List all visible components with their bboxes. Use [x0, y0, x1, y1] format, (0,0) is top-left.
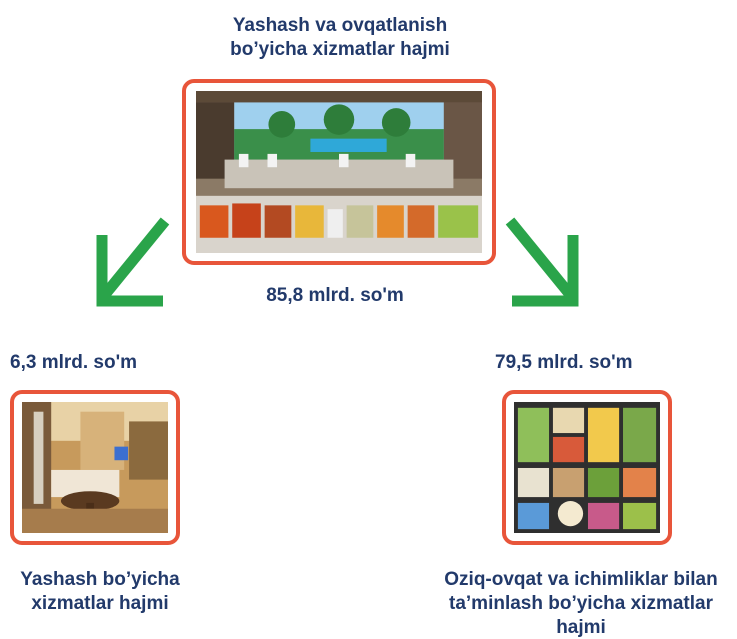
food-value: 79,5 mlrd. so'm	[495, 352, 633, 373]
arrow-down-right-icon	[505, 217, 579, 307]
food-label-line2: ta’minlash bo’yicha xizmatlar hajmi	[449, 592, 713, 638]
food-containers-image	[502, 390, 672, 545]
food-label-line1: Oziq-ovqat va ichimliklar bilan	[444, 569, 718, 590]
food-label: Oziq-ovqat va ichimliklar bilan ta’minla…	[425, 568, 737, 639]
top-title-line1: Yashash va ovqatlanish	[232, 15, 448, 36]
arrow-down-left-icon	[96, 217, 170, 307]
total-value: 85,8 mlrd. so'm	[266, 285, 404, 306]
top-title-line2: bo’yicha xizmatlar hajmi	[230, 38, 450, 60]
accommodation-label-line1: Yashash bo’yicha	[20, 569, 180, 590]
hotel-room-image	[10, 390, 180, 545]
accommodation-label: Yashash bo’yicha xizmatlar hajmi	[0, 568, 200, 616]
accommodation-value: 6,3 mlrd. so'm	[10, 352, 138, 373]
top-title: Yashash va ovqatlanish bo’yicha xizmatla…	[180, 14, 500, 62]
buffet-restaurant-image	[182, 79, 496, 265]
accommodation-label-line2: xizmatlar hajmi	[31, 592, 169, 614]
